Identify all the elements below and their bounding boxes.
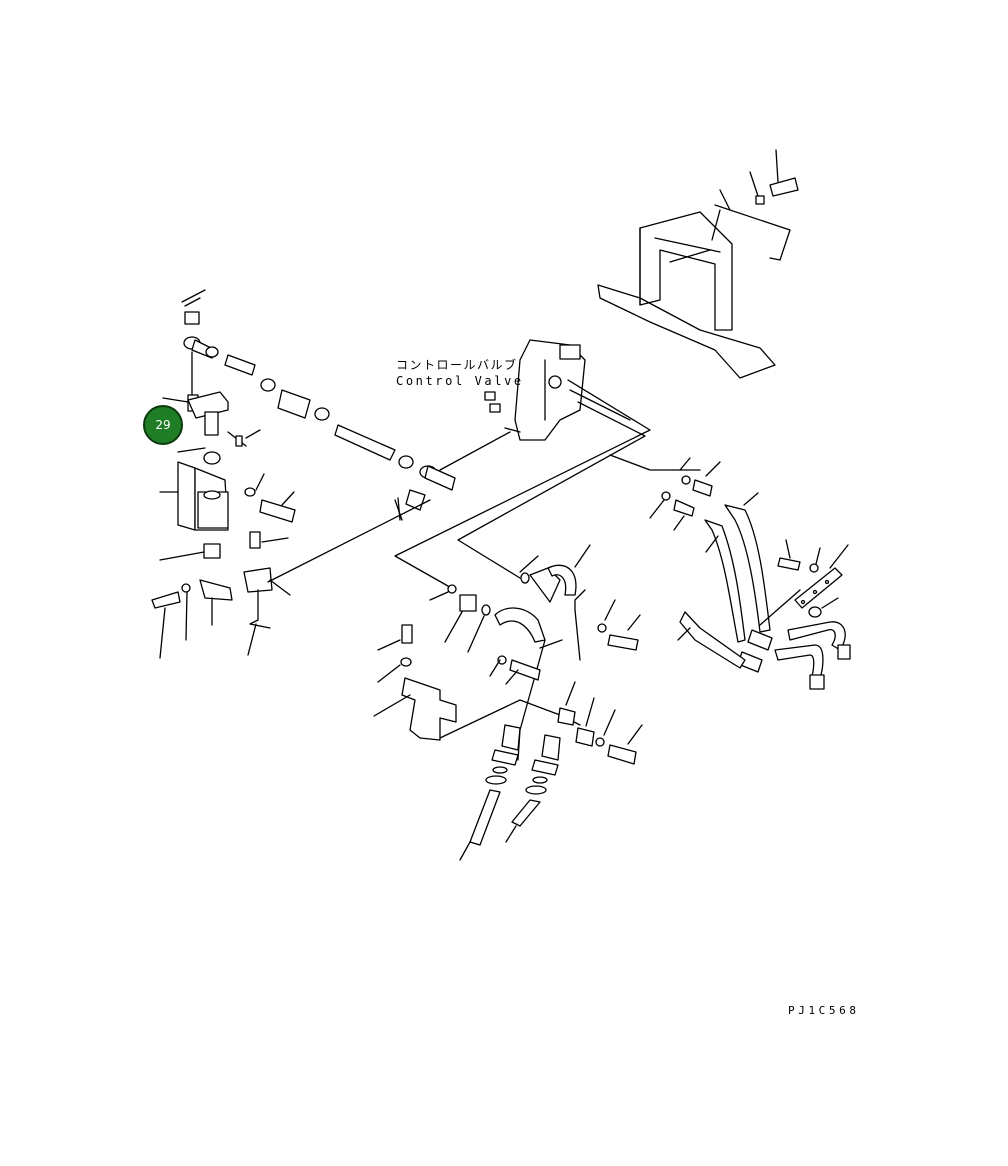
right-piping (649, 457, 851, 690)
center-fittings (373, 544, 643, 765)
linkage-rod-assembly (181, 289, 511, 521)
control-valve (484, 339, 586, 441)
control-valve-label-jp: コントロールバルブ (396, 358, 518, 372)
control-valve-label-en: Control Valve (396, 374, 524, 388)
part-callout-number: 29 (155, 418, 171, 432)
control-cables (459, 724, 561, 861)
bracket-assembly (151, 351, 431, 659)
hydraulic-lines (394, 379, 701, 591)
part-callout-29[interactable]: 29 (143, 405, 183, 445)
drawing-code: PJ1C568 (788, 1004, 860, 1017)
leader-lines (162, 397, 206, 453)
frame-assembly (597, 149, 799, 379)
